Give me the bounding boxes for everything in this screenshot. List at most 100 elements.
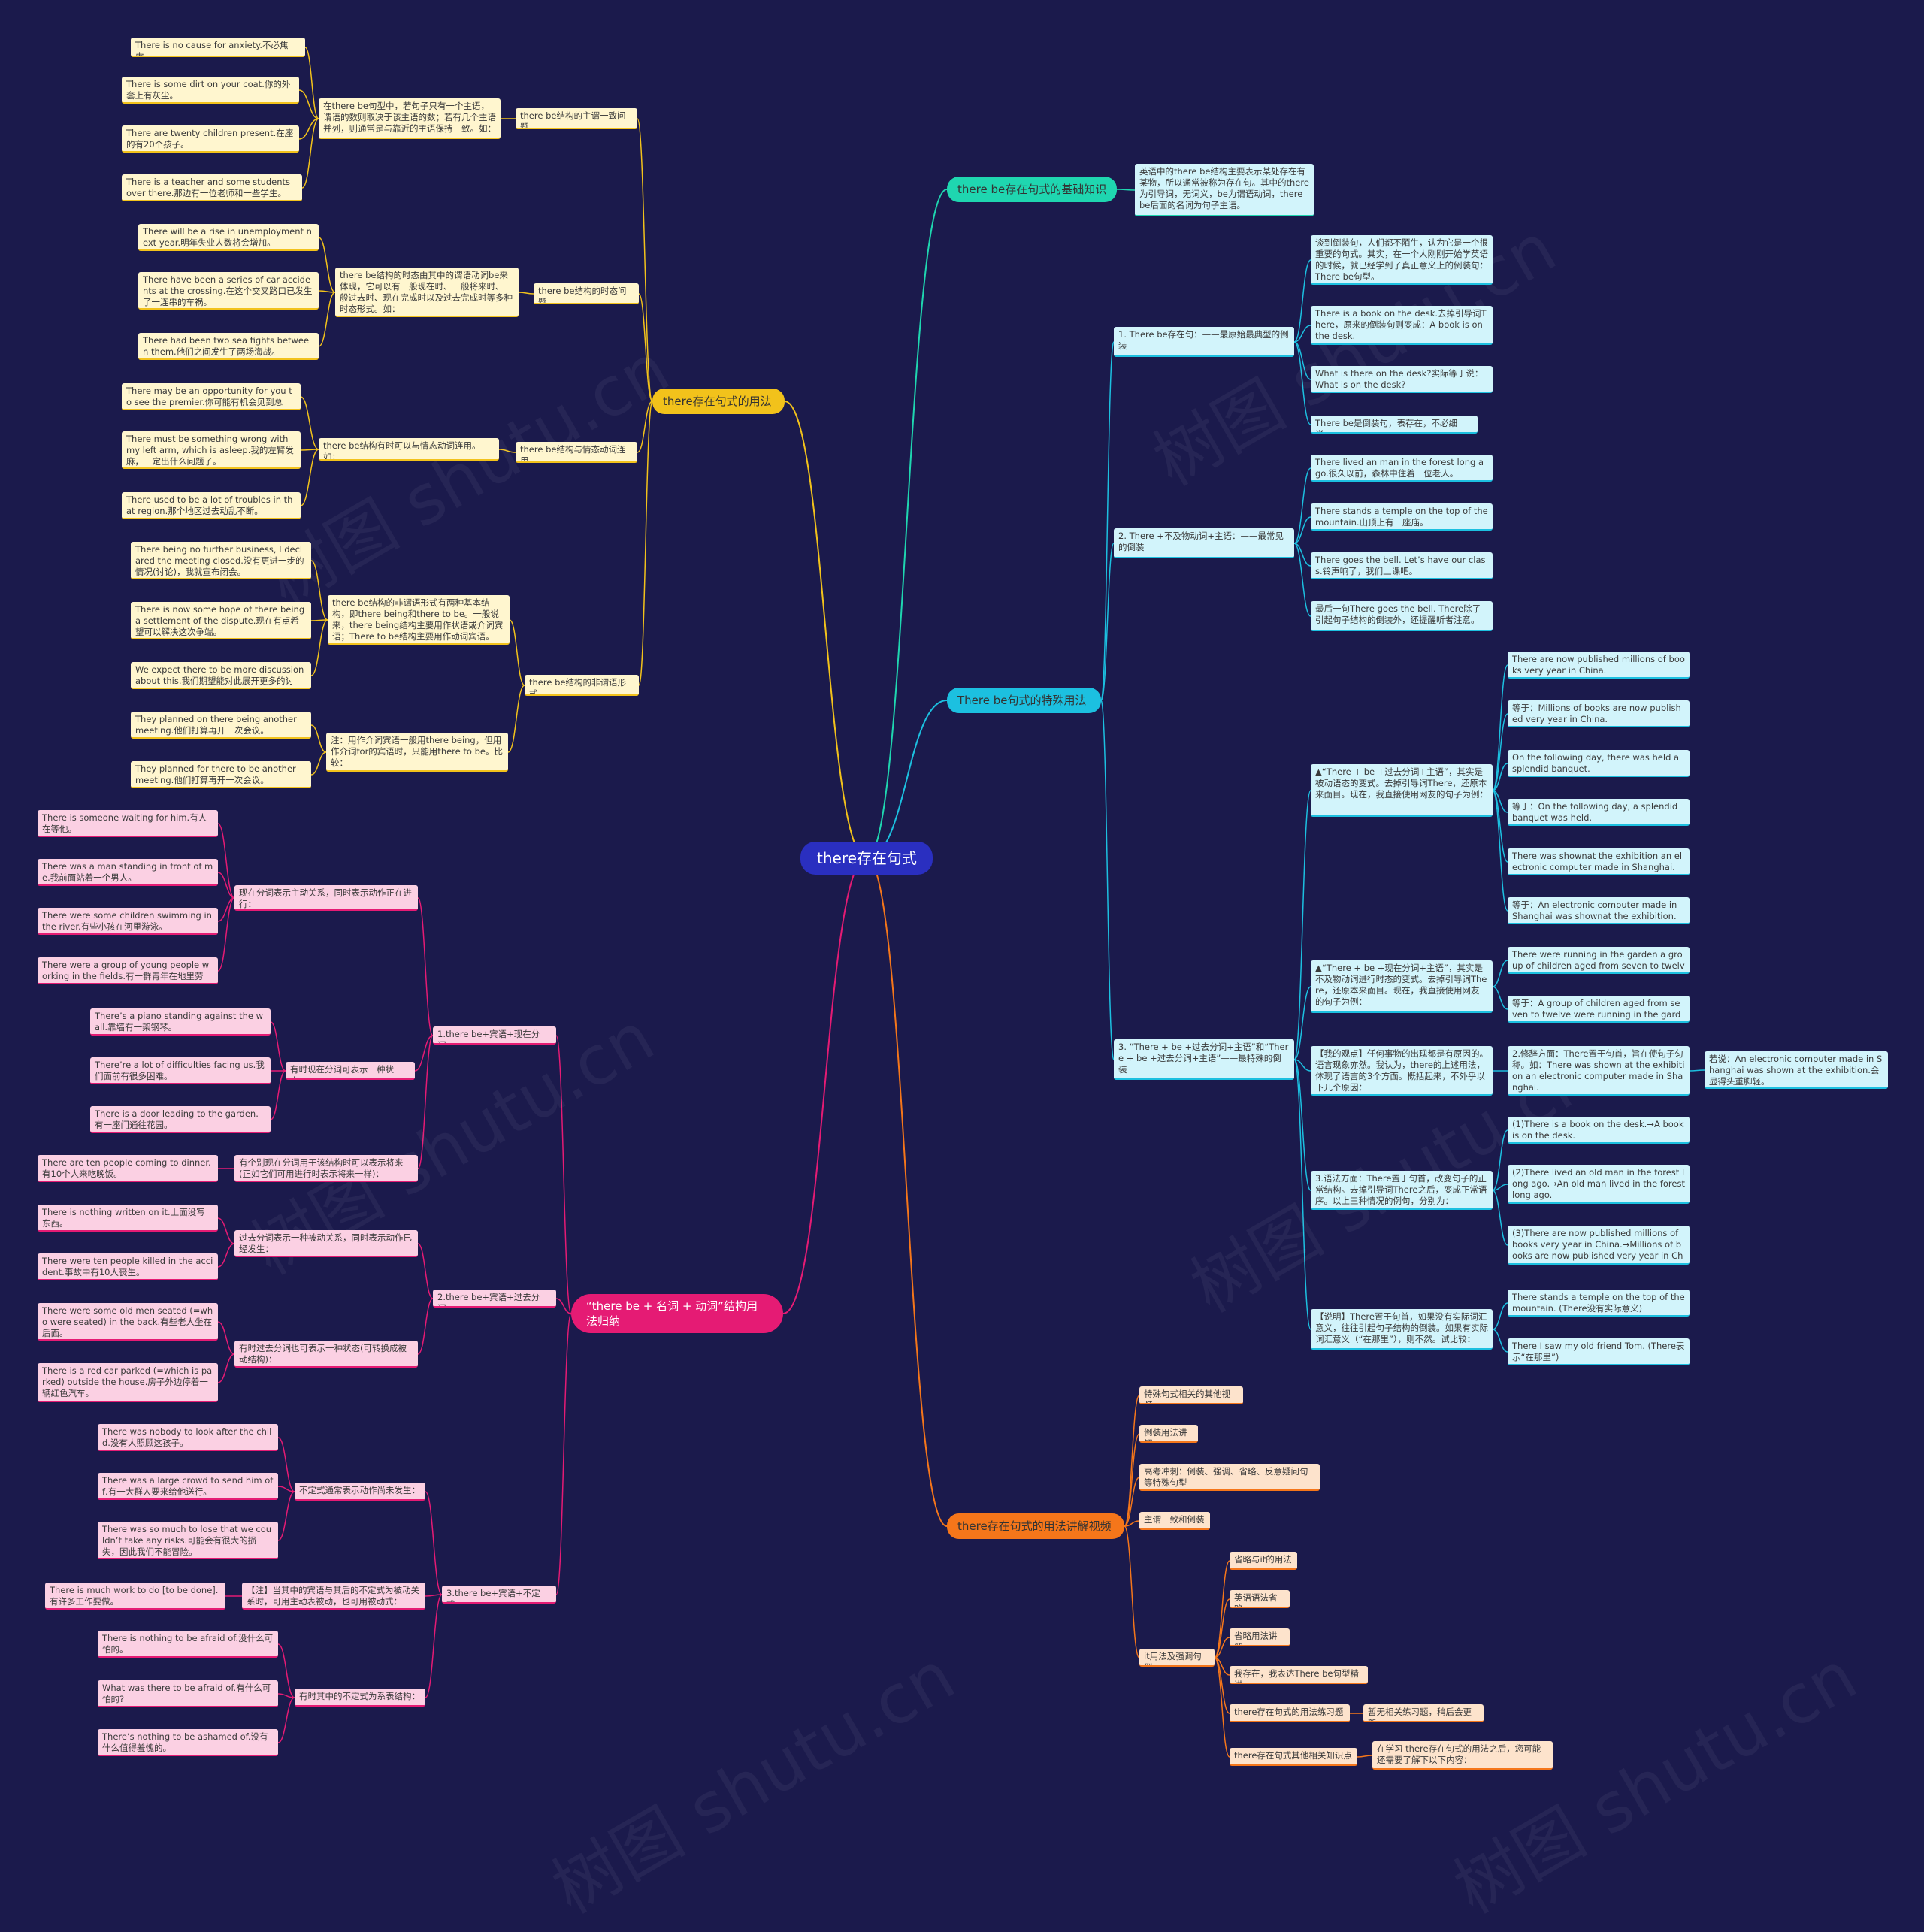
node-c_l4_14[interactable]: There I saw my old friend Tom. (There表示“… (1508, 1338, 1690, 1365)
node-y_l2_2[interactable]: there be结构的时态问题 (534, 283, 639, 304)
node-p_l3_7[interactable]: 【注】当其中的宾语与其后的不定式为被动关系时，可用主动表被动，也可用被动式： (242, 1583, 425, 1610)
node-c_l3_12[interactable]: 3.语法方面：There置于句首，改变句子的正常结构。去掉引导词There之后，… (1311, 1171, 1493, 1210)
node-p_l4_3[interactable]: There were some children swimming in the… (38, 908, 218, 935)
node-p_l4_14[interactable]: There was a large crowd to send him off.… (98, 1473, 278, 1500)
node-c_l2_3[interactable]: 3. “There + be +过去分词+主语”和“There + be +过去… (1114, 1039, 1294, 1080)
node-c_l4_6[interactable]: 等于：An electronic computer made in Shangh… (1508, 897, 1690, 924)
node-p_l4_10[interactable]: There were ten people killed in the acci… (38, 1253, 218, 1280)
node-y_l4_6[interactable]: There have been a series of car accident… (138, 272, 319, 310)
node-p_l4_9[interactable]: There is nothing written on it.上面没写东西。 (38, 1205, 218, 1232)
node-y_l3_4[interactable]: there be结构的非谓语形式有两种基本结构，即there being和the… (328, 595, 510, 645)
node-p_l3_1[interactable]: 现在分词表示主动关系，同时表示动作正在进行： (234, 885, 418, 911)
node-c_l3_7[interactable]: There goes the bell. Let’s have our clas… (1311, 552, 1493, 579)
node-y_l4_2[interactable]: There is some dirt on your coat.你的外套上有灰尘… (122, 77, 299, 104)
node-c_l4_13[interactable]: There stands a temple on the top of the … (1508, 1290, 1690, 1317)
node-c_l4_12[interactable]: (3)There are now published millions of b… (1508, 1226, 1690, 1265)
node-p_l3_3[interactable]: 有个别现在分词用于该结构时可以表示将来(正如它们可用进行时表示将来一样)： (234, 1155, 418, 1182)
node-y_l4_7[interactable]: There had been two sea fights between th… (138, 333, 319, 360)
node-c_l4_5[interactable]: There was shownat the exhibition an elec… (1508, 848, 1690, 875)
node-o_l3_1[interactable]: 省略与it的用法 (1230, 1552, 1297, 1570)
node-p_l4_15[interactable]: There was so much to lose that we couldn… (98, 1522, 278, 1559)
node-p_l2_1[interactable]: 1.there be+宾语+现在分词。 (433, 1026, 556, 1045)
node-c_l4_11[interactable]: (2)There lived an old man in the forest … (1508, 1165, 1690, 1204)
node-y_l4_11[interactable]: There being no further business, I decla… (131, 542, 311, 579)
node-p_l4_17[interactable]: There is nothing to be afraid of.没什么可怕的。 (98, 1631, 278, 1658)
branch-b1[interactable]: there存在句式的用法 (652, 389, 785, 414)
node-o_l3_3[interactable]: 省略用法讲解 (1230, 1628, 1290, 1646)
node-y_l4_13[interactable]: We expect there to be more discussion ab… (131, 662, 311, 689)
node-c_l3_1[interactable]: 谈到倒装句，人们都不陌生，认为它是一个很重要的句式。其实，在一个人刚刚开始学英语… (1311, 235, 1493, 285)
node-c_l4_1[interactable]: There are now published millions of book… (1508, 652, 1690, 679)
node-c_l5_1[interactable]: 若说：An electronic computer made in Shangh… (1705, 1051, 1888, 1089)
node-y_l4_8[interactable]: There may be an opportunity for you to s… (122, 383, 301, 410)
node-p_l2_2[interactable]: 2.there be+宾语+过去分词。 (433, 1290, 556, 1308)
node-y_l4_9[interactable]: There must be something wrong with my le… (122, 431, 301, 469)
node-o_l2_3[interactable]: 高考冲刺：倒装、强调、省略、反意疑问句等特殊句型 (1139, 1464, 1320, 1491)
node-y_l4_10[interactable]: There used to be a lot of troubles in th… (122, 492, 301, 519)
node-y_l3_2[interactable]: there be结构的时态由其中的谓语动词be来体现，它可以有一般现在时、一般将… (335, 268, 519, 317)
node-c_l4_10[interactable]: (1)There is a book on the desk.→A book i… (1508, 1117, 1690, 1144)
node-o_l3_2[interactable]: 英语语法省略 (1230, 1590, 1290, 1608)
node-y_l2_1[interactable]: there be结构的主谓一致问题 (516, 108, 637, 129)
node-p_l4_1[interactable]: There is someone waiting for him.有人在等他。 (38, 810, 218, 837)
node-y_l2_3[interactable]: there be结构与情态动词连用 (516, 442, 637, 463)
node-p_l4_8[interactable]: There are ten people coming to dinner.有1… (38, 1155, 218, 1182)
node-c_l3_2[interactable]: There is a book on the desk.去掉引导词There，原… (1311, 306, 1493, 345)
node-o_l2_1[interactable]: 特殊句式相关的其他视频 (1139, 1386, 1243, 1404)
branch-b5[interactable]: there存在句式的用法讲解视频 (947, 1513, 1124, 1539)
node-p_l3_5[interactable]: 有时过去分词也可表示一种状态(可转换成被动结构)： (234, 1341, 418, 1368)
branch-b3[interactable]: there be存在句式的基础知识 (947, 177, 1117, 202)
node-p_l3_2[interactable]: 有时现在分词可表示一种状态： (286, 1062, 415, 1080)
node-p_l4_6[interactable]: There’re a lot of difficulties facing us… (90, 1057, 271, 1084)
node-y_l4_1[interactable]: There is no cause for anxiety.不必焦虑。 (131, 38, 305, 57)
node-c_l4_8[interactable]: 等于：A group of children aged from seven t… (1508, 996, 1690, 1023)
root-node[interactable]: there存在句式 (800, 842, 933, 875)
node-y_l4_5[interactable]: There will be a rise in unemployment nex… (138, 224, 319, 251)
node-p_l4_12[interactable]: There is a red car parked (=which is par… (38, 1363, 218, 1402)
node-c_l3_9[interactable]: ▲“There + be +过去分词+主语”，其实是被动语态的变式。去掉引导词T… (1311, 764, 1493, 817)
node-c_l4_7[interactable]: There were running in the garden a group… (1508, 947, 1690, 974)
node-o_l2_2[interactable]: 倒装用法讲解 (1139, 1425, 1198, 1443)
node-o_l4_2[interactable]: 在学习 there存在句式的用法之后，您可能还需要了解下以下内容： (1372, 1741, 1553, 1770)
node-p_l4_4[interactable]: There were a group of young people worki… (38, 957, 218, 984)
node-c_l3_11[interactable]: 【我的观点】任何事物的出现都是有原因的。语言现象亦然。我认为，there的上述用… (1311, 1046, 1493, 1096)
node-c_l4_4[interactable]: 等于：On the following day, a splendid banq… (1508, 799, 1690, 826)
node-y_l4_3[interactable]: There are twenty children present.在座的有20… (122, 125, 299, 153)
node-y_l4_12[interactable]: There is now some hope of there being a … (131, 602, 311, 639)
node-o_l2_4[interactable]: 主谓一致和倒装 (1139, 1512, 1210, 1530)
node-p_l4_16[interactable]: There is much work to do [to be done].有许… (45, 1583, 225, 1610)
node-y_l4_15[interactable]: They planned for there to be another mee… (131, 761, 311, 788)
node-p_l4_18[interactable]: What was there to be afraid of.有什么可怕的? (98, 1680, 278, 1707)
branch-b2[interactable]: “there be + 名词 + 动词”结构用法归纳 (571, 1294, 783, 1333)
node-c_l3_10[interactable]: ▲“There + be +现在分词+主语”，其实是不及物动词进行时态的变式。去… (1311, 960, 1493, 1013)
node-y_l4_14[interactable]: They planned on there being another meet… (131, 712, 311, 739)
node-g_l2_1[interactable]: 英语中的there be结构主要表示某处存在有某物，所以通常被称为存在句。其中的… (1135, 164, 1314, 216)
node-c_l4_2[interactable]: 等于：Millions of books are now published v… (1508, 700, 1690, 727)
node-c_l3_5[interactable]: There lived an man in the forest long ag… (1311, 455, 1493, 482)
node-o_l3_6[interactable]: there存在句式其他相关知识点 (1230, 1748, 1357, 1766)
node-c_l2_2[interactable]: 2. There +不及物动词+主语：——最常见的倒装 (1114, 528, 1294, 558)
node-o_l2_5[interactable]: it用法及强调句型 (1139, 1649, 1215, 1667)
node-p_l4_2[interactable]: There was a man standing in front of me.… (38, 859, 218, 886)
node-y_l3_5[interactable]: 注：用作介词宾语一般用there being，但用作介词for的宾语时，只能用t… (326, 733, 508, 772)
node-p_l3_6[interactable]: 不定式通常表示动作尚未发生： (295, 1483, 425, 1501)
node-y_l3_3[interactable]: there be结构有时可以与情态动词连用。如： (319, 438, 499, 461)
node-c_l3_3[interactable]: What is there on the desk?实际等于说：What is … (1311, 366, 1493, 393)
node-o_l3_5[interactable]: there存在句式的用法练习题 (1230, 1704, 1350, 1722)
node-c_l3_6[interactable]: There stands a temple on the top of the … (1311, 503, 1493, 531)
node-o_l3_4[interactable]: 我存在，我表达There be句型精讲 (1230, 1666, 1368, 1684)
node-y_l2_4[interactable]: there be结构的非谓语形式 (525, 675, 639, 696)
node-p_l4_5[interactable]: There’s a piano standing against the wal… (90, 1008, 271, 1036)
node-c_l3_13[interactable]: 【说明】There置于句首，如果没有实际词汇意义，往往引起句子结构的倒装。如果有… (1311, 1309, 1493, 1350)
node-y_l3_1[interactable]: 在there be句型中，若句子只有一个主语，谓语的数则取决于该主语的数；若有几… (319, 98, 501, 139)
node-c_l3_8[interactable]: 最后一句There goes the bell. There除了引起句子结构的倒… (1311, 601, 1493, 631)
node-o_l4_1[interactable]: 暂无相关练习题，稍后会更新 (1363, 1704, 1484, 1722)
branch-b4[interactable]: There be句式的特殊用法 (947, 688, 1101, 713)
node-p_l4_19[interactable]: There’s nothing to be ashamed of.没有什么值得羞… (98, 1729, 278, 1756)
node-y_l4_4[interactable]: There is a teacher and some students ove… (122, 174, 302, 201)
node-p_l2_3[interactable]: 3.there be+宾语+不定式。 (442, 1586, 556, 1604)
node-c_l2_1[interactable]: 1. There be存在句：——最原始最典型的倒装 (1114, 327, 1294, 357)
node-p_l4_7[interactable]: There is a door leading to the garden.有一… (90, 1106, 271, 1133)
node-p_l3_8[interactable]: 有时其中的不定式为系表结构： (295, 1689, 425, 1707)
node-p_l4_11[interactable]: There were some old men seated (=who wer… (38, 1303, 218, 1341)
